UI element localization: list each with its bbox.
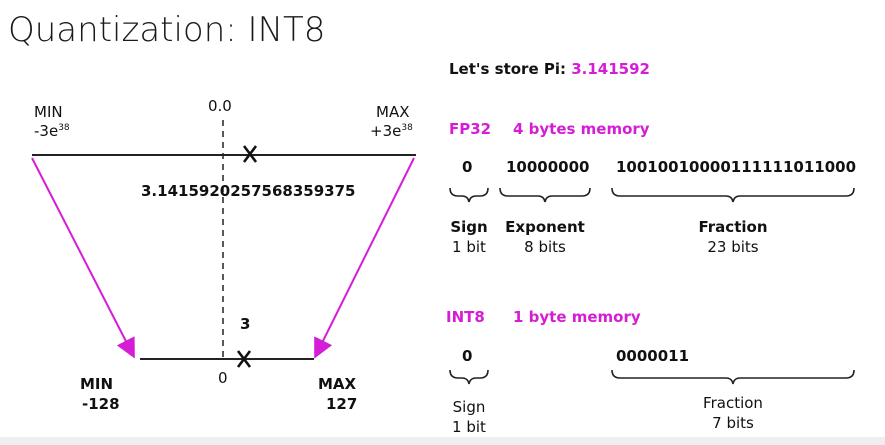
int8-fraction-bits: 0000011 [616, 347, 690, 365]
int8-fraction-label: Fraction [703, 394, 763, 412]
int8-min-label: MIN [80, 375, 114, 393]
fp32-exponent-brace [499, 187, 591, 203]
fp32-exponent-label: Exponent [505, 218, 585, 236]
fp32-min-label: MIN [34, 103, 63, 121]
fp32-max-label: MAX [376, 103, 410, 121]
max-mapping-arrow [314, 157, 415, 359]
int8-sign-brace [449, 369, 489, 385]
int8-stored-value: 3 [240, 315, 251, 333]
fp32-fraction-brace [611, 187, 855, 203]
int8-x-mark [236, 350, 252, 368]
fp32-memory-label: 4 bytes memory [513, 120, 650, 138]
fp32-max-value: +3e38 [370, 122, 413, 140]
int8-zero-label: 0 [218, 369, 228, 387]
fp32-stored-value: 3.1415920257568359375 [141, 182, 356, 200]
int8-fraction-brace [611, 369, 855, 385]
store-pi-heading: Let's store Pi: 3.141592 [449, 60, 650, 78]
fp32-sign-bits: 0 [462, 158, 473, 176]
int8-max-value: 127 [326, 395, 358, 413]
fp32-sign-brace [449, 187, 489, 203]
int8-sign-size: 1 bit [452, 418, 486, 436]
fp32-sign-label: Sign [450, 218, 488, 236]
fp32-type-label: FP32 [449, 120, 492, 138]
fp32-exponent-bits: 10000000 [506, 158, 590, 176]
fp32-x-mark [242, 145, 258, 163]
min-mapping-arrow [31, 157, 135, 359]
bottom-bar [0, 437, 885, 445]
fp32-fraction-label: Fraction [698, 218, 768, 236]
fp32-exponent-size: 8 bits [524, 238, 566, 256]
int8-sign-bits: 0 [462, 347, 473, 365]
fp32-fraction-bits: 10010010000111111011000 [616, 158, 857, 176]
fp32-sign-size: 1 bit [452, 238, 486, 256]
int8-type-label: INT8 [446, 308, 485, 326]
fp32-zero-label: 0.0 [208, 97, 232, 115]
page-title: Quantization: INT8 [8, 10, 326, 50]
int8-min-value: -128 [82, 395, 120, 413]
int8-fraction-size: 7 bits [712, 414, 754, 432]
int8-memory-label: 1 byte memory [513, 308, 641, 326]
int8-max-label: MAX [318, 375, 357, 393]
fp32-fraction-size: 23 bits [707, 238, 759, 256]
fp32-min-value: -3e38 [34, 122, 70, 140]
int8-sign-label: Sign [452, 398, 486, 416]
